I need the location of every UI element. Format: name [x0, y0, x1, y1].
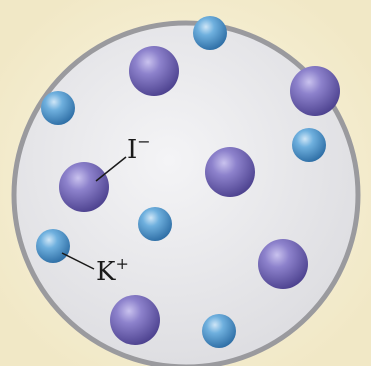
iodide-ion	[290, 66, 340, 116]
potassium-ion	[36, 229, 70, 263]
potassium-ion	[138, 207, 172, 241]
potassium-ion	[292, 128, 326, 162]
potassium-ion	[202, 314, 236, 348]
iodide-ion	[205, 147, 255, 197]
potassium-ions	[36, 16, 326, 348]
potassium-label-charge: +	[115, 254, 128, 273]
iodide-ion	[258, 239, 308, 289]
iodide-label: I−	[127, 132, 151, 165]
potassium-ion	[193, 16, 227, 50]
iodide-ion	[59, 162, 109, 212]
potassium-label: K+	[96, 254, 129, 287]
iodide-ions	[59, 46, 340, 345]
potassium-ion	[41, 91, 75, 125]
potassium-label-base: K	[96, 257, 116, 287]
potassium-leader-line	[61, 252, 95, 270]
iodide-label-charge: −	[137, 132, 150, 151]
iodide-ion	[129, 46, 179, 96]
iodide-ion	[110, 295, 160, 345]
iodide-leader-line	[95, 156, 127, 182]
iodide-label-base: I	[127, 135, 137, 165]
